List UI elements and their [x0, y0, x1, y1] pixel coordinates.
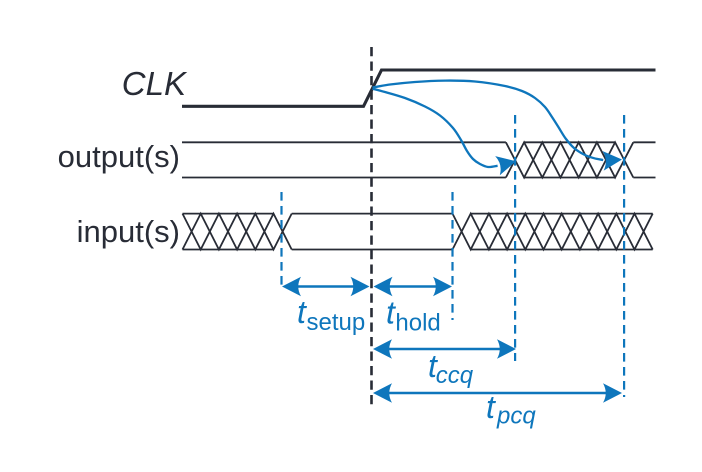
svg-text:output(s): output(s) — [58, 139, 180, 174]
svg-text:setup: setup — [307, 309, 366, 336]
svg-text:input(s): input(s) — [77, 214, 180, 249]
svg-text:t: t — [486, 389, 496, 425]
svg-text:t: t — [386, 295, 396, 331]
svg-text:pcq: pcq — [496, 403, 536, 430]
svg-text:ccq: ccq — [436, 362, 474, 389]
svg-text:CLK: CLK — [122, 65, 188, 102]
svg-text:t: t — [428, 348, 438, 384]
svg-text:t: t — [297, 294, 307, 330]
svg-text:hold: hold — [395, 310, 440, 337]
